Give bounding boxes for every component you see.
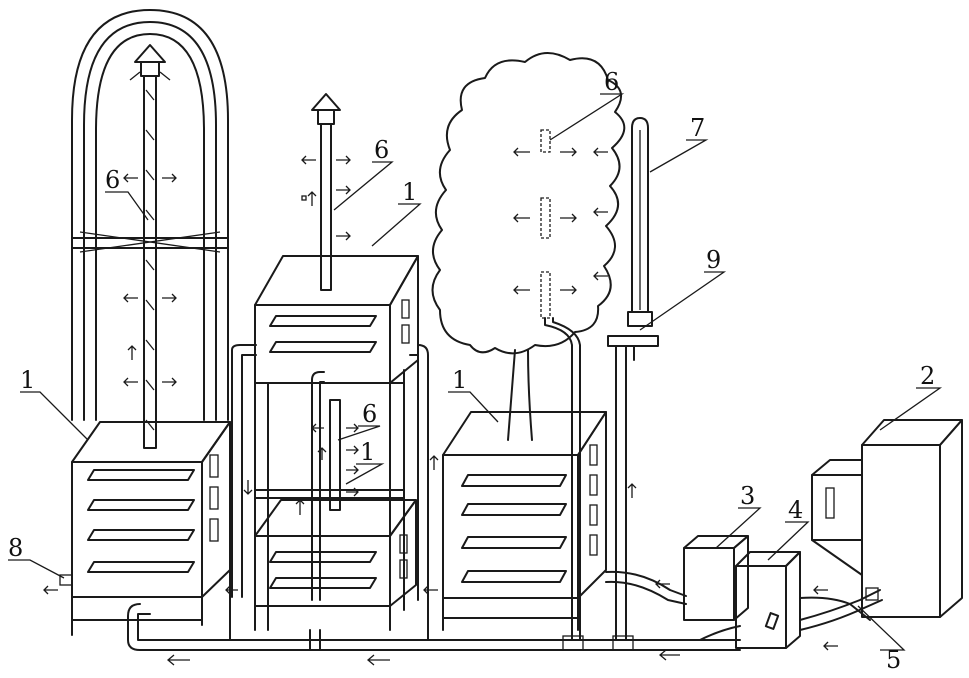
right-box xyxy=(442,411,607,631)
label-7: 7 xyxy=(690,114,705,142)
unit-4 xyxy=(699,551,801,649)
label-5: 5 xyxy=(886,646,901,674)
outlet-8 xyxy=(43,574,73,595)
left-arch-frame xyxy=(71,9,229,421)
bottom-pipes xyxy=(127,585,741,666)
label-8: 8 xyxy=(8,534,23,562)
middle-upper-box xyxy=(254,255,419,384)
left-box-slats xyxy=(87,454,219,573)
label-6-tree: 6 xyxy=(604,68,619,96)
unit-3 xyxy=(605,535,749,621)
tree-trunk xyxy=(507,349,533,441)
label-1-left: 1 xyxy=(20,366,35,394)
label-6-left: 6 xyxy=(105,166,120,194)
label-6-middle-inner: 6 xyxy=(362,400,377,428)
fitting-9 xyxy=(607,335,659,641)
left-flow-arrows xyxy=(123,71,177,387)
label-1-middle-inner: 1 xyxy=(360,438,375,466)
tree-inner-pipe xyxy=(513,129,608,641)
label-1-right: 1 xyxy=(452,366,467,394)
middle-lower-box xyxy=(254,499,417,607)
left-vent-cap-icon xyxy=(134,44,166,77)
label-6-middle-top: 6 xyxy=(374,136,389,164)
label-1-middle-top: 1 xyxy=(402,178,417,206)
unit-2 xyxy=(811,419,963,618)
left-box xyxy=(71,421,231,636)
label-4: 4 xyxy=(788,496,803,524)
tree-canopy xyxy=(431,52,626,355)
left-perforated-pipe xyxy=(143,75,157,449)
label-9: 9 xyxy=(706,246,721,274)
label-2: 2 xyxy=(920,362,935,390)
middle-top-pipe xyxy=(301,123,351,291)
middle-risers xyxy=(231,344,439,601)
unit-5-lines xyxy=(799,585,883,651)
middle-vent-cap-icon xyxy=(311,93,341,125)
middle-inner-pipe xyxy=(295,399,359,515)
thermometer-7 xyxy=(627,117,653,327)
label-3: 3 xyxy=(740,482,755,510)
leader-lines xyxy=(8,93,943,651)
